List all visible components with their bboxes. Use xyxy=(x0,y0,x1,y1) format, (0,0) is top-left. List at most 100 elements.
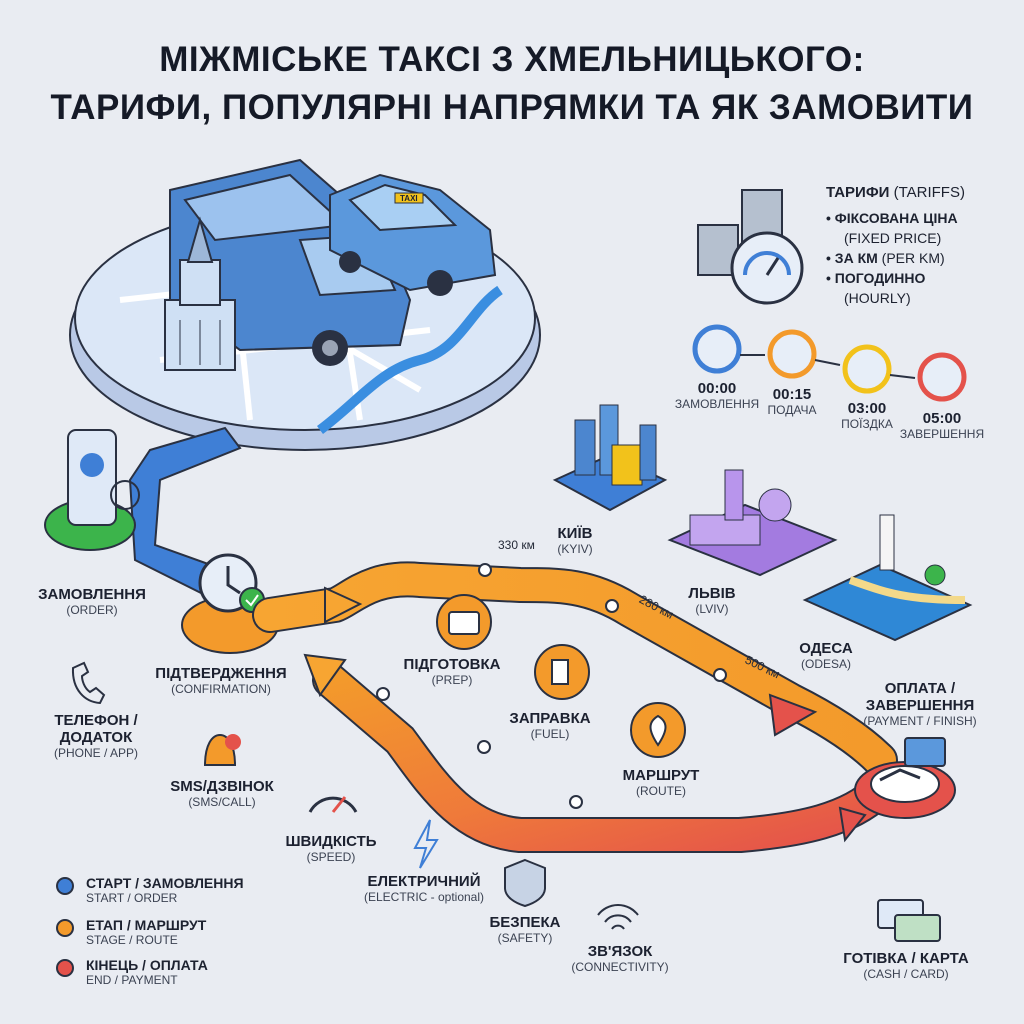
feature-sms-call: SMS/ДЗВІНОК (SMS/CALL) xyxy=(170,778,274,809)
city-name: КИЇВ xyxy=(557,525,593,542)
tariff-sub: (HOURLY) xyxy=(844,290,911,306)
city-name: ОДЕСА xyxy=(799,640,853,657)
feature-sub: (PHONE / APP) xyxy=(53,746,139,760)
speedometer-icon xyxy=(308,796,358,813)
city-odesa: ОДЕСА (ODESA) xyxy=(799,640,852,671)
city-kyiv: КИЇВ (KYIV) xyxy=(557,525,592,556)
tariff-sub: (FIXED PRICE) xyxy=(844,230,942,246)
tariffs-heading-sub: (TARIFFS) xyxy=(893,184,965,201)
tariff-list: • ФІКСОВАНА ЦІНА (FIXED PRICE) • ЗА КМ (… xyxy=(826,208,958,308)
taxi-sign: TAXI xyxy=(400,194,418,203)
tariff-item: • ФІКСОВАНА ЦІНА xyxy=(826,208,958,228)
step-label: МАРШРУТ xyxy=(622,767,700,784)
legend-dot xyxy=(56,959,74,977)
step-order: ЗАМОВЛЕННЯ (ORDER) xyxy=(38,586,146,617)
step-label: ЗАВЕРШЕННЯ xyxy=(865,697,975,714)
feature-connectivity: ЗВ'ЯЗОК (CONNECTIVITY) xyxy=(571,943,668,974)
step-confirmation: ПІДТВЕРДЖЕННЯ (CONFIRMATION) xyxy=(155,665,286,696)
payment-endpoint xyxy=(854,737,956,819)
timeline-step: 03:00 ПОЇЗДКА xyxy=(841,400,893,431)
wifi-icon xyxy=(597,904,639,930)
timeline-label: ЗАВЕРШЕННЯ xyxy=(899,427,985,441)
coins-gauge-icon xyxy=(697,189,804,305)
feature-label: SMS/ДЗВІНОК xyxy=(170,778,274,795)
feature-cash-card: ГОТІВКА / КАРТА (CASH / CARD) xyxy=(843,950,968,981)
tariff-bullet: • xyxy=(826,270,831,286)
tariff-label: ПОГОДИННО xyxy=(834,270,926,286)
legend-label: КІНЕЦЬ / ОПЛАТА xyxy=(86,957,208,973)
feature-phone-app: ТЕЛЕФОН / ДОДАТОК (PHONE / APP) xyxy=(54,712,138,760)
bell-alert-icon xyxy=(203,733,241,766)
lviv-illustration xyxy=(667,469,838,577)
tariff-sub: (PER KM) xyxy=(881,250,945,266)
legend-dot xyxy=(56,919,74,937)
step-sub: (FUEL) xyxy=(530,727,570,741)
step-route: МАРШРУТ (ROUTE) xyxy=(623,767,700,798)
feature-sub: (ELECTRIC - optional) xyxy=(363,890,485,904)
tariff-bullet: • xyxy=(826,210,831,226)
timeline-label: ПОЇЗДКА xyxy=(841,417,893,431)
step-label: ПІДГОТОВКА xyxy=(403,656,501,673)
feature-sub: (CASH / CARD) xyxy=(863,967,949,981)
feature-speed: ШВИДКІСТЬ (SPEED) xyxy=(285,833,376,864)
legend-dot xyxy=(56,877,74,895)
city-sub: (ODESA) xyxy=(800,657,852,671)
legend-sub: END / PAYMENT xyxy=(86,973,178,987)
legend-sub: STAGE / ROUTE xyxy=(86,933,178,947)
feature-label: ТЕЛЕФОН / xyxy=(54,712,138,729)
step-sub: (PAYMENT / FINISH) xyxy=(863,714,977,728)
phone-app-icon xyxy=(44,429,140,551)
timeline-time: 05:00 xyxy=(922,410,962,427)
lightning-icon xyxy=(413,819,439,869)
timeline-time: 03:00 xyxy=(847,400,887,417)
page-title-line-1: МІЖМІСЬКЕ ТАКСІ З ХМЕЛЬНИЦЬКОГО: xyxy=(159,40,865,79)
odesa-illustration xyxy=(802,514,973,642)
step-sub: (PREP) xyxy=(431,673,473,687)
timeline-time: 00:15 xyxy=(772,386,812,403)
step-sub: (ROUTE) xyxy=(636,784,686,798)
tariffs-heading: ТАРИФИ (TARIFFS) xyxy=(826,184,965,201)
cash-card-icon xyxy=(877,899,941,942)
step-prep: ПІДГОТОВКА (PREP) xyxy=(404,656,501,687)
feature-sub: (SMS/CALL) xyxy=(188,795,256,809)
feature-label: ГОТІВКА / КАРТА xyxy=(843,950,969,967)
tariff-bullet: • xyxy=(826,250,831,266)
feature-label: ДОДАТОК xyxy=(59,729,133,746)
kyiv-illustration xyxy=(552,404,668,512)
feature-sub: (SAFETY) xyxy=(497,931,553,945)
city-lviv: ЛЬВІВ (LVIV) xyxy=(688,585,735,616)
feature-sub: (SPEED) xyxy=(306,850,356,864)
timeline-step: 05:00 ЗАВЕРШЕННЯ xyxy=(900,410,984,441)
page-title-line-2: ТАРИФИ, ПОПУЛЯРНІ НАПРЯМКИ ТА ЯК ЗАМОВИТ… xyxy=(50,88,974,127)
shield-icon xyxy=(504,858,546,908)
tariff-item: • ЗА КМ (PER KM) xyxy=(826,248,958,268)
timeline-clocks xyxy=(692,324,967,402)
phone-handset-icon xyxy=(71,661,106,705)
feature-label: БЕЗПЕКА xyxy=(489,914,561,931)
feature-electric: ЕЛЕКТРИЧНИЙ (ELECTRIC - optional) xyxy=(364,873,484,904)
city-name: ЛЬВІВ xyxy=(688,585,736,602)
city-sub: (LVIV) xyxy=(695,602,729,616)
step-label: ОПЛАТА / xyxy=(884,680,956,697)
route-pin-icon xyxy=(630,702,686,758)
fuel-icon xyxy=(534,644,590,700)
feature-label: ШВИДКІСТЬ xyxy=(285,833,377,850)
timeline-label: ЗАМОВЛЕННЯ xyxy=(674,397,760,411)
step-payment: ОПЛАТА / ЗАВЕРШЕННЯ (PAYMENT / FINISH) xyxy=(863,680,976,728)
feature-label: ЗВ'ЯЗОК xyxy=(587,943,653,960)
taxi-car-icon xyxy=(329,173,497,296)
prep-icon xyxy=(436,594,492,650)
step-label: ЗАМОВЛЕННЯ xyxy=(38,586,146,603)
tariff-label: ЗА КМ xyxy=(834,250,878,266)
timeline-step: 00:15 ПОДАЧА xyxy=(768,386,817,417)
feature-safety: БЕЗПЕКА (SAFETY) xyxy=(490,914,561,945)
feature-label: ЕЛЕКТРИЧНИЙ xyxy=(367,873,481,890)
route-waypoints xyxy=(376,563,727,809)
tariff-item: • ПОГОДИННО xyxy=(826,268,958,288)
step-fuel: ЗАПРАВКА (FUEL) xyxy=(509,710,590,741)
outbound-route xyxy=(252,561,898,778)
tariffs-heading-label: ТАРИФИ xyxy=(826,184,890,201)
return-route xyxy=(303,653,898,853)
